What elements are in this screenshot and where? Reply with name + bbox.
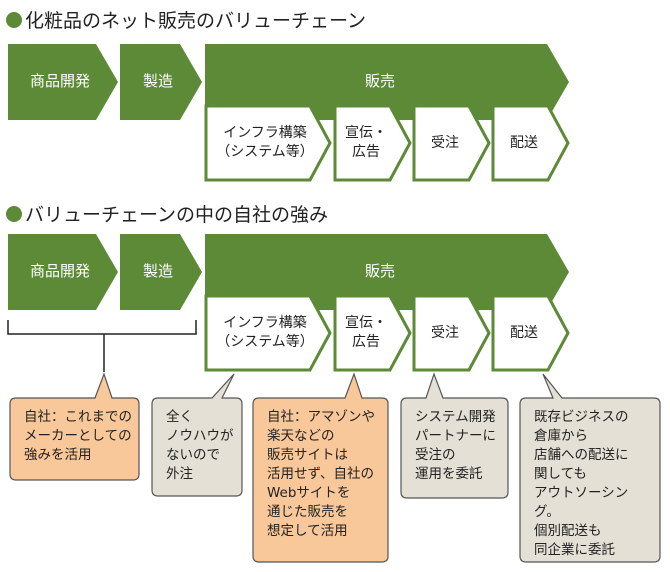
stage-sales-label: 販売 — [364, 262, 395, 280]
callout-text-order-outsourced: システム開発 パートナーに 受注の 運用を委託 — [415, 409, 496, 482]
stage-product-dev-arrow — [8, 44, 118, 120]
callout-text-own-strength: 自社：これまでの メーカーとしての 強みを活用 — [24, 409, 132, 463]
substage-delivery-arrow — [491, 294, 570, 372]
substage-infra-arrow — [204, 294, 332, 372]
substage-order-arrow — [412, 104, 491, 182]
stage-manufacturing-arrow — [120, 234, 202, 310]
substage-order-label: 受注 — [431, 135, 459, 151]
stage-manufacturing-label: 製造 — [142, 72, 173, 90]
substage-delivery-label: 配送 — [510, 135, 538, 151]
substage-ad-label: 宣伝・ 広告 — [345, 125, 387, 160]
stage-product-dev-arrow — [8, 234, 118, 310]
callout-text-no-knowhow: 全く ノウハウが ないので 外注 — [166, 409, 234, 482]
stage-manufacturing-label: 製造 — [142, 262, 173, 280]
stage-manufacturing-arrow — [120, 44, 202, 120]
callout-bubble-own-website — [252, 372, 389, 563]
substage-infra-label: インフラ構築 （システム等） — [216, 315, 314, 350]
section1-title-text: 化粧品のネット販売のバリューチェーン — [25, 10, 367, 32]
stage-product-dev-label: 商品開発 — [29, 262, 90, 280]
callout-bubble-delivery-outsourced — [519, 373, 661, 563]
stage-product-dev-label: 商品開発 — [29, 72, 90, 90]
value-chain-1 — [8, 44, 570, 182]
stage-sales-arrow — [205, 234, 569, 310]
substage-infra-label: インフラ構築 （システム等） — [216, 125, 314, 160]
section2-title: バリューチェーンの中の自社の強み — [6, 200, 328, 227]
bullet-dot-icon — [6, 205, 22, 222]
section2-title-text: バリューチェーンの中の自社の強み — [25, 204, 329, 226]
substage-ad-arrow — [333, 104, 412, 182]
substage-order-arrow — [412, 294, 491, 372]
bracket-line — [7, 320, 197, 372]
substage-delivery-arrow — [491, 104, 570, 182]
section1-title: 化粧品のネット販売のバリューチェーン — [6, 6, 366, 33]
callout-bubble-own-strength — [9, 372, 140, 481]
callout-bubble-no-knowhow — [151, 373, 243, 497]
callout-text-own-website: 自社：アマゾンや 楽天などの 販売サイトは 活用せず、自社の Webサイトを 通… — [267, 409, 375, 539]
bullet-dot-icon — [6, 11, 22, 28]
callout-bubble-order-outsourced — [400, 372, 509, 499]
value-chain-2 — [7, 234, 570, 372]
substage-ad-label: 宣伝・ 広告 — [345, 315, 387, 350]
substage-order-label: 受注 — [431, 325, 459, 341]
stage-sales-arrow — [205, 44, 569, 120]
substage-ad-arrow — [333, 294, 412, 372]
stage-sales-label: 販売 — [364, 72, 395, 90]
substage-delivery-label: 配送 — [510, 325, 538, 341]
substage-infra-arrow — [204, 104, 332, 182]
callout-text-delivery-outsourced: 既存ビジネスの 倉庫から 店舗への配送に 関しても アウトソーシング。 個別配送… — [534, 409, 629, 558]
